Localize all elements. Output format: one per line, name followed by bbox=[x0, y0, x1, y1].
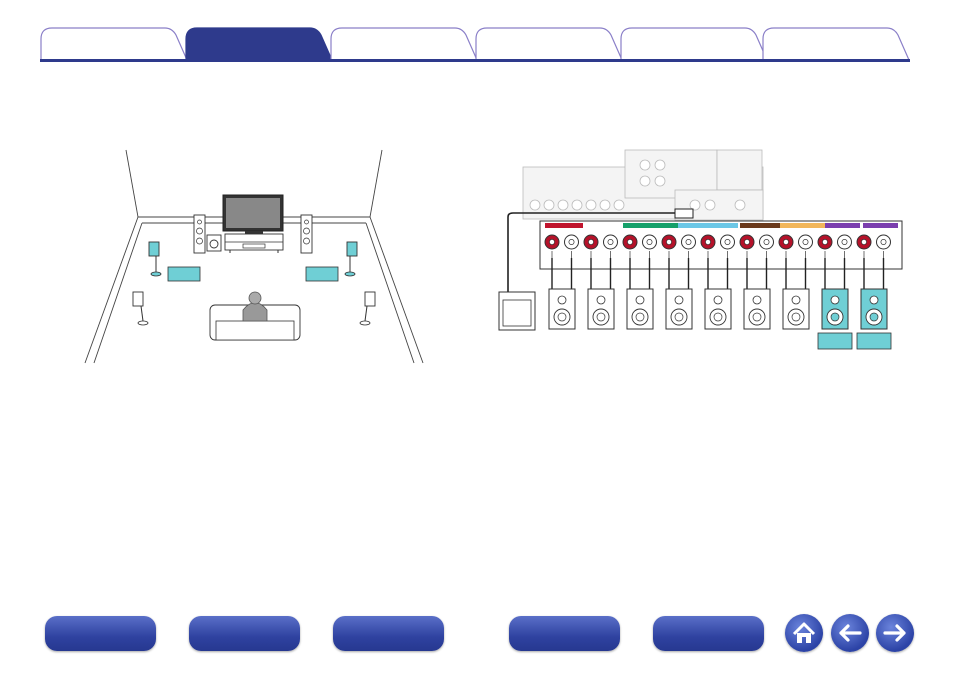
terminal-hole bbox=[705, 239, 711, 245]
terminal-hole bbox=[861, 239, 867, 245]
receiver-rear-panel bbox=[522, 149, 764, 221]
terminal-hole bbox=[646, 239, 653, 245]
tv-icon bbox=[222, 194, 284, 253]
back-button[interactable] bbox=[831, 614, 869, 652]
speaker-icon bbox=[665, 258, 693, 330]
terminal-hole bbox=[763, 239, 770, 245]
terminal-hole bbox=[724, 239, 731, 245]
tab-4[interactable] bbox=[475, 27, 623, 60]
terminal-hole bbox=[568, 239, 575, 245]
surround-left-speaker-icon bbox=[132, 291, 149, 326]
terminal-hole bbox=[627, 239, 633, 245]
forward-button[interactable] bbox=[876, 614, 914, 652]
speaker-icon bbox=[743, 258, 771, 330]
tab-6[interactable] bbox=[762, 27, 910, 60]
highlighted-speaker-icon bbox=[817, 258, 853, 350]
speaker-icon bbox=[704, 258, 732, 330]
terminal-hole bbox=[588, 239, 594, 245]
subwoofer-icon bbox=[206, 234, 222, 252]
arrow-right-icon bbox=[883, 624, 906, 642]
nav-button-3[interactable] bbox=[333, 616, 444, 651]
front-wide-right-speaker-icon bbox=[344, 241, 358, 277]
terminal-hole bbox=[685, 239, 692, 245]
terminal-hole bbox=[880, 239, 887, 245]
home-button[interactable] bbox=[785, 614, 823, 652]
terminal-hole bbox=[607, 239, 614, 245]
speaker-icon bbox=[548, 258, 576, 330]
arrow-left-icon bbox=[839, 624, 862, 642]
speaker-connection-diagram bbox=[498, 149, 903, 350]
tab-3[interactable] bbox=[330, 27, 478, 60]
tab-5[interactable] bbox=[620, 27, 768, 60]
terminal-hole bbox=[822, 239, 828, 245]
front-wide-left-label-box bbox=[167, 266, 201, 282]
nav-button-5[interactable] bbox=[653, 616, 764, 651]
terminal-hole bbox=[666, 239, 672, 245]
speaker-icon bbox=[626, 258, 654, 330]
front-right-speaker-icon bbox=[300, 214, 313, 254]
speaker-layout-diagram bbox=[84, 149, 424, 364]
highlighted-speaker-icon bbox=[856, 258, 892, 350]
terminal-hole bbox=[549, 239, 555, 245]
front-wide-left-speaker-icon bbox=[148, 241, 162, 277]
speaker-terminal-panel bbox=[539, 220, 903, 270]
terminal-hole bbox=[783, 239, 789, 245]
tab-2[interactable] bbox=[185, 27, 333, 60]
terminal-hole bbox=[744, 239, 750, 245]
speaker-label-box bbox=[817, 332, 853, 350]
subwoofer-box-icon bbox=[498, 291, 536, 331]
nav-button-4[interactable] bbox=[509, 616, 620, 651]
nav-button-2[interactable] bbox=[189, 616, 300, 651]
terminal-hole bbox=[841, 239, 848, 245]
home-icon bbox=[792, 622, 816, 643]
surround-right-speaker-icon bbox=[359, 291, 376, 326]
speaker-label-box bbox=[856, 332, 892, 350]
nav-button-1[interactable] bbox=[45, 616, 156, 651]
speaker-icon bbox=[782, 258, 810, 330]
tab-underline bbox=[40, 59, 910, 62]
tab-1[interactable] bbox=[40, 27, 188, 60]
speaker-icon bbox=[587, 258, 615, 330]
terminal-hole bbox=[802, 239, 809, 245]
sofa-listener-icon bbox=[209, 291, 301, 341]
front-wide-right-label-box bbox=[305, 266, 339, 282]
tab-bar bbox=[40, 27, 910, 61]
front-left-speaker-icon bbox=[193, 214, 206, 254]
